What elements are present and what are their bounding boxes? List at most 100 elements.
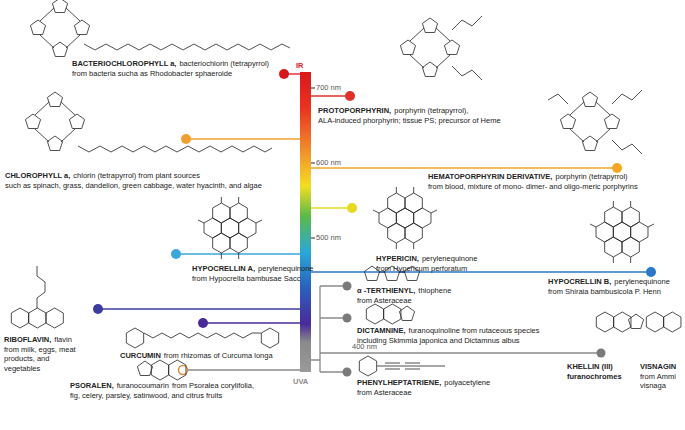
- caption-line: DICTAMNINE,furanoquinoline from rutaceou…: [357, 326, 587, 336]
- compound-name: BACTERIOCHLOROPHYLL a,: [72, 59, 176, 68]
- caption-group: PHENYLHEPTATRIENE,polyacetylenefrom Aste…: [357, 378, 557, 397]
- caption-text: porphyrin (tetrapyrrol): [555, 172, 627, 181]
- compound-name: α -TERTHIENYL,: [357, 286, 415, 295]
- caption-text: chlorin (tetrapyrrol) from plant sources: [73, 171, 200, 180]
- caption-line: RIBOFLAVIN,flavin: [4, 335, 88, 345]
- caption-text: thiophene: [418, 286, 451, 295]
- caption-text: flavin: [54, 335, 72, 344]
- caption-group: DICTAMNINE,furanoquinoline from rutaceou…: [357, 326, 587, 345]
- caption-text: porphyrin (tetrapyrrol),: [394, 106, 468, 115]
- caption-group: HYPOCRELLIN B,perylenequinonefrom Shirai…: [548, 277, 685, 296]
- caption-text: 500 nm: [316, 233, 341, 242]
- caption-line: HYPOCRELLIN A,perylenequinone: [192, 264, 342, 274]
- compound-name: VISNAGIN: [640, 362, 676, 371]
- caption-line: from Hypericum perforatum: [376, 264, 526, 274]
- caption-text: 600 nm: [316, 158, 341, 167]
- caption-line: α -TERTHIENYL,thiophene: [357, 286, 507, 296]
- caption-line: fig, celery, parsley, satinwood, and cit…: [70, 391, 300, 401]
- caption-text: from Psoralea corylifolia,: [172, 381, 254, 390]
- caption-group: VISNAGINfrom Ammi visnaga: [640, 362, 685, 391]
- caption-group: HYPOCRELLIN A,perylenequinonefrom Hypocr…: [192, 264, 342, 283]
- caption-line: HYPERICIN,perylenequinone: [376, 254, 526, 264]
- caption-group: 600 nm: [316, 158, 356, 168]
- caption-line: furanochromes: [567, 372, 639, 382]
- caption-line: HEMATOPORPHYRIN DERIVATIVE,porphyrin (te…: [428, 172, 685, 182]
- caption-group: RIBOFLAVIN,flavinfrom milk, eggs, meat p…: [4, 335, 88, 373]
- caption-text: perylenequinone: [614, 277, 669, 286]
- caption-line: UVA: [293, 377, 323, 387]
- caption-line: 700 nm: [316, 83, 356, 93]
- caption-group: 700 nm: [316, 83, 356, 93]
- caption-group: CURCUMINfrom rhizomas of Curcuma longa: [120, 351, 300, 361]
- caption-group: PSORALEN,furanocoumarinfrom Psoralea cor…: [70, 381, 300, 400]
- caption-text: from Hypericum perforatum: [376, 264, 467, 273]
- compound-name: PSORALEN,: [70, 381, 114, 390]
- caption-line: PROTOPORPHYRIN,porphyrin (tetrapyrrol),: [318, 106, 558, 116]
- caption-line: CHLOROPHYLL a,chlorin (tetrapyrrol) from…: [5, 171, 300, 181]
- caption-text: ALA-induced phorphyrin; tissue PS; precu…: [318, 116, 501, 125]
- caption-text: from Hypocrella bambusae Sacc: [192, 274, 300, 283]
- caption-line: from Shiraia bambusicola P. Henn: [548, 287, 685, 297]
- caption-line: from Ammi visnaga: [640, 372, 685, 391]
- caption-text: such as spinach, grass, dandelion, green…: [5, 181, 262, 190]
- caption-text: from Asteraceae: [357, 296, 412, 305]
- caption-group: HYPERICIN,perylenequinonefrom Hypericum …: [376, 254, 526, 273]
- caption-group: CHLOROPHYLL a,chlorin (tetrapyrrol) from…: [5, 171, 300, 190]
- caption-line: from Asteraceae: [357, 296, 507, 306]
- caption-line: from milk, eggs, meat products, and vege…: [4, 345, 88, 374]
- compound-name: PHENYLHEPTATRIENE,: [357, 378, 441, 387]
- caption-text: perylenequinone: [258, 264, 313, 273]
- caption-text: including Skimmia japonica and Dictamnus…: [357, 336, 520, 345]
- caption-line: PSORALEN,furanocoumarinfrom Psoralea cor…: [70, 381, 300, 391]
- caption-line: from blood, mixture of mono- dimer- and …: [428, 182, 685, 192]
- caption-line: IR: [296, 61, 326, 71]
- compound-name: UVA: [293, 377, 308, 386]
- caption-line: KHELLIN (III): [567, 362, 639, 372]
- caption-text: fig, celery, parsley, satinwood, and cit…: [70, 391, 222, 400]
- caption-line: HYPOCRELLIN B,perylenequinone: [548, 277, 685, 287]
- compound-name: HEMATOPORPHYRIN DERIVATIVE,: [428, 172, 552, 181]
- caption-line: VISNAGIN: [640, 362, 685, 372]
- caption-text: perylenequinone: [422, 254, 477, 263]
- caption-group: HEMATOPORPHYRIN DERIVATIVE,porphyrin (te…: [428, 172, 685, 191]
- compound-name: IR: [296, 61, 304, 70]
- caption-line: BACTERIOCHLOROPHYLL a,bacteriochlorin (t…: [72, 59, 300, 69]
- caption-group: IR: [296, 61, 326, 71]
- compound-name: RIBOFLAVIN,: [4, 335, 51, 344]
- caption-text: from Shiraia bambusicola P. Henn: [548, 287, 661, 296]
- caption-group: α -TERTHIENYL,thiophenefrom Asteraceae: [357, 286, 507, 305]
- compound-name: KHELLIN (III): [567, 362, 613, 371]
- caption-line: 600 nm: [316, 158, 356, 168]
- caption-text: 700 nm: [316, 83, 341, 92]
- caption-line: such as spinach, grass, dandelion, green…: [5, 181, 300, 191]
- caption-group: 500 nm: [316, 233, 356, 243]
- caption-line: from bacteria sucha as Rhodobacter sphae…: [72, 69, 300, 79]
- caption-line: CURCUMINfrom rhizomas of Curcuma longa: [120, 351, 300, 361]
- caption-line: 500 nm: [316, 233, 356, 243]
- caption-text: from Ammi visnaga: [640, 372, 676, 391]
- caption-text: from milk, eggs, meat products, and vege…: [4, 345, 76, 373]
- caption-line: ALA-induced phorphyrin; tissue PS; precu…: [318, 116, 558, 126]
- compound-name: PROTOPORPHYRIN,: [318, 106, 391, 115]
- caption-text: from bacteria sucha as Rhodobacter sphae…: [72, 69, 232, 78]
- compound-name: CURCUMIN: [120, 351, 161, 360]
- caption-line: from Hypocrella bambusae Sacc: [192, 274, 342, 284]
- caption-text: furanoquinoline from rutaceous species: [409, 326, 540, 335]
- caption-text: from rhizomas of Curcuma longa: [164, 351, 273, 360]
- caption-line: from Asteraceae: [357, 388, 557, 398]
- compound-name: HYPOCRELLIN B,: [548, 277, 611, 286]
- compound-name: furanochromes: [567, 372, 622, 381]
- caption-line: including Skimmia japonica and Dictamnus…: [357, 336, 587, 346]
- compound-name: HYPERICIN,: [376, 254, 419, 263]
- caption-line: PHENYLHEPTATRIENE,polyacetylene: [357, 378, 557, 388]
- compound-name: DICTAMNINE,: [357, 326, 406, 335]
- caption-text: furanocoumarin: [117, 381, 169, 390]
- caption-group: UVA: [293, 377, 323, 387]
- caption-group: BACTERIOCHLOROPHYLL a,bacteriochlorin (t…: [72, 59, 300, 78]
- compound-name: CHLOROPHYLL a,: [5, 171, 70, 180]
- caption-text: from Asteraceae: [357, 388, 412, 397]
- caption-text: bacteriochlorin (tetrapyrrol): [179, 59, 269, 68]
- caption-text: polyacetylene: [444, 378, 490, 387]
- compound-name: HYPOCRELLIN A,: [192, 264, 255, 273]
